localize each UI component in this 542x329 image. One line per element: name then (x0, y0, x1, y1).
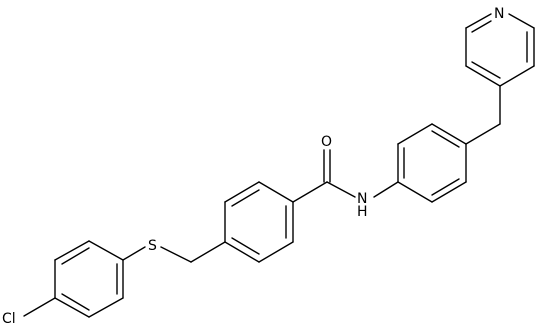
ring-a-bond-2 (88, 297, 124, 318)
ring-b-bond-5 (258, 241, 294, 263)
ring-a-bond-6 (88, 240, 124, 261)
ring-c-bond-3 (431, 123, 467, 145)
ring-b-inner-bond-1 (231, 189, 260, 207)
ch2-ring-b-bond (190, 241, 226, 263)
pyridine-ring (465, 13, 535, 87)
c-cl-bond (23, 297, 56, 317)
ring-b-bond-6 (224, 241, 260, 263)
ring-c-bond-6 (397, 181, 433, 203)
aniline-ring (397, 123, 467, 203)
carbonyl-n-bond (326, 181, 356, 198)
ring-d-inner-bond-3 (471, 61, 501, 79)
ring-c-bond-5 (431, 181, 467, 203)
ring-d-bond-6 (465, 65, 501, 87)
ring-d-inner-bond-2 (471, 20, 492, 33)
ring-a-bond-3 (54, 297, 90, 318)
ring-c-bond-2 (397, 123, 433, 145)
ring-a-inner-bond-2 (61, 293, 90, 311)
benzamide-ring (224, 181, 294, 263)
ring-b-inner-bond-3 (231, 237, 260, 255)
chlorophenyl-ring (54, 240, 124, 318)
oxygen-atom-label: O (321, 134, 332, 150)
ring-b-bond-3 (258, 181, 294, 203)
ring-d-bond-4 (465, 13, 492, 29)
ring-d-bond-1 (499, 65, 535, 87)
ring-c-inner-bond-3 (431, 178, 460, 196)
ring-a-inner-bond-3 (61, 247, 90, 265)
ring-b-carbonyl-bond (292, 181, 328, 203)
amide-hydrogen-label: H (357, 204, 368, 220)
chlorine-atom-label: Cl (2, 311, 16, 327)
aryl-s-bond (122, 246, 146, 261)
ring-c-ch2-bond (465, 123, 501, 145)
n-ring-c-bond (373, 181, 399, 198)
ring-c-inner-bond-2 (431, 130, 460, 148)
ring-a-bond-5 (54, 240, 90, 261)
pyridine-nitrogen-label: N (494, 6, 504, 22)
amide-nitrogen-label: N (357, 191, 367, 207)
ring-d-bond-3 (508, 13, 535, 29)
ring-b-bond-2 (224, 181, 260, 203)
sulfur-atom-label: S (148, 238, 157, 254)
s-ch2-bond (160, 246, 192, 263)
